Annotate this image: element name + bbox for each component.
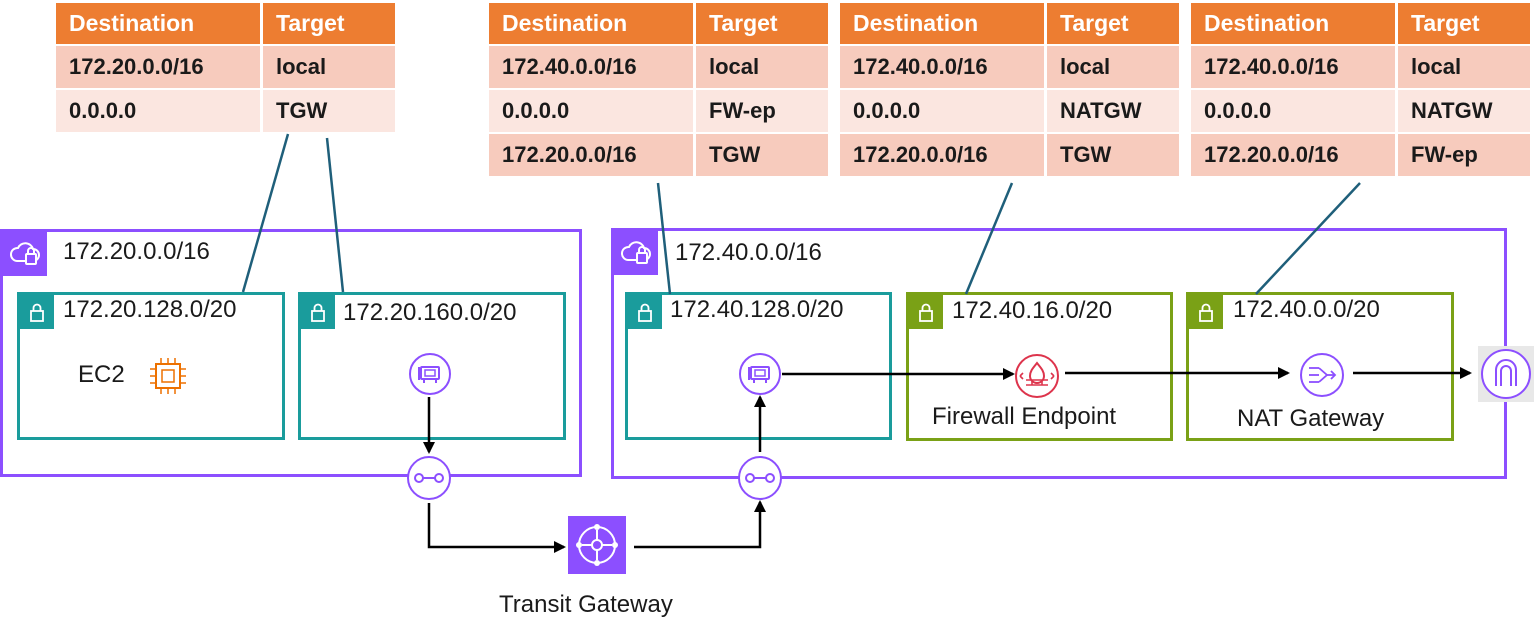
route-table-association-lines (241, 133, 1361, 295)
vpc-right: 172.40.0.0/16 (611, 228, 1507, 479)
route-target: NATGW (1398, 90, 1530, 132)
route-target: TGW (263, 90, 395, 132)
route-row: 172.40.0.0/16 local (840, 46, 1179, 88)
route-row: 172.20.0.0/16 local (56, 46, 395, 88)
nat-gateway-icon (1300, 353, 1344, 397)
route-table-2: Destination Target 172.40.0.0/16 local 0… (486, 1, 831, 178)
route-destination: 0.0.0.0 (840, 90, 1044, 132)
route-target: NATGW (1047, 90, 1179, 132)
nat-gateway-label: NAT Gateway (1237, 405, 1385, 432)
route-destination: 0.0.0.0 (1191, 90, 1395, 132)
route-row: 0.0.0.0 NATGW (1191, 90, 1530, 132)
route-row: 172.40.0.0/16 local (489, 46, 828, 88)
route-target: local (1047, 46, 1179, 88)
ec2-instance-icon (150, 358, 186, 394)
target-header: Target (1398, 3, 1530, 44)
lock-icon (20, 295, 54, 329)
route-table-4: Destination Target 172.40.0.0/16 local 0… (1188, 1, 1533, 178)
route-target: TGW (1047, 134, 1179, 176)
route-destination: 172.40.0.0/16 (489, 46, 693, 88)
public-subnet: 172.40.0.0/20 (1186, 292, 1454, 441)
internet-gateway-icon (1478, 346, 1534, 402)
route-table-3: Destination Target 172.40.0.0/16 local 0… (837, 1, 1182, 178)
route-row: 0.0.0.0 FW-ep (489, 90, 828, 132)
route-destination: 172.20.0.0/16 (840, 134, 1044, 176)
private-subnet-2: 172.20.160.0/20 (298, 292, 566, 440)
tgw-attachment-icon (738, 456, 782, 500)
vpc-left: 172.20.0.0/16 (0, 229, 582, 477)
route-row: 172.40.0.0/16 local (1191, 46, 1530, 88)
route-target: local (263, 46, 395, 88)
route-target: FW-ep (696, 90, 828, 132)
tgw-attachment-icon (407, 456, 451, 500)
lock-icon (628, 295, 662, 329)
destination-header: Destination (1191, 3, 1395, 44)
lock-icon (909, 295, 943, 329)
vpc-cidr: 172.20.0.0/16 (63, 238, 210, 265)
target-header: Target (696, 3, 828, 44)
destination-header: Destination (56, 3, 260, 44)
route-destination: 172.40.0.0/16 (840, 46, 1044, 88)
vpc-cidr: 172.40.0.0/16 (675, 239, 822, 266)
destination-header: Destination (489, 3, 693, 44)
lock-icon (301, 295, 335, 329)
vpc-cloud-icon (3, 232, 47, 276)
lock-icon (1189, 295, 1223, 329)
route-row: 172.20.0.0/16 TGW (840, 134, 1179, 176)
route-target: TGW (696, 134, 828, 176)
route-table-header: Destination Target (489, 3, 828, 44)
vpc-cloud-icon (614, 231, 658, 275)
subnet-cidr: 172.40.0.0/20 (1233, 296, 1380, 323)
route-target: FW-ep (1398, 134, 1530, 176)
subnet-cidr: 172.20.160.0/20 (343, 299, 517, 326)
route-row: 172.20.0.0/16 TGW (489, 134, 828, 176)
route-target: local (1398, 46, 1530, 88)
firewall-endpoint-icon (1015, 354, 1059, 398)
route-row: 172.20.0.0/16 FW-ep (1191, 134, 1530, 176)
route-table-header: Destination Target (56, 3, 395, 44)
route-destination: 172.20.0.0/16 (56, 46, 260, 88)
route-destination: 172.20.0.0/16 (1191, 134, 1395, 176)
firewall-subnet: 172.40.16.0/20 (906, 292, 1173, 441)
transit-gateway-icon (568, 516, 626, 574)
transit-gateway-label: Transit Gateway (499, 591, 673, 618)
firewall-endpoint-label: Firewall Endpoint (932, 403, 1117, 430)
destination-header: Destination (840, 3, 1044, 44)
route-destination: 172.40.0.0/16 (1191, 46, 1395, 88)
network-interface-icon (409, 353, 451, 395)
route-target: local (696, 46, 828, 88)
route-row: 0.0.0.0 NATGW (840, 90, 1179, 132)
subnet-cidr: 172.40.128.0/20 (670, 296, 844, 323)
traffic-flow-arrows (423, 367, 1472, 553)
subnet-cidr: 172.40.16.0/20 (952, 297, 1113, 324)
route-destination: 172.20.0.0/16 (489, 134, 693, 176)
route-table-header: Destination Target (840, 3, 1179, 44)
target-header: Target (1047, 3, 1179, 44)
ec2-label: EC2 (78, 361, 125, 388)
target-header: Target (263, 3, 395, 44)
subnet-cidr: 172.20.128.0/20 (63, 296, 237, 323)
network-interface-icon (739, 353, 781, 395)
route-row: 0.0.0.0 TGW (56, 90, 395, 132)
route-destination: 0.0.0.0 (489, 90, 693, 132)
private-subnet-1: 172.20.128.0/20 (17, 292, 285, 440)
private-subnet-3: 172.40.128.0/20 (625, 292, 892, 440)
route-table-header: Destination Target (1191, 3, 1530, 44)
route-destination: 0.0.0.0 (56, 90, 260, 132)
route-table-1: Destination Target 172.20.0.0/16 local 0… (53, 1, 398, 134)
